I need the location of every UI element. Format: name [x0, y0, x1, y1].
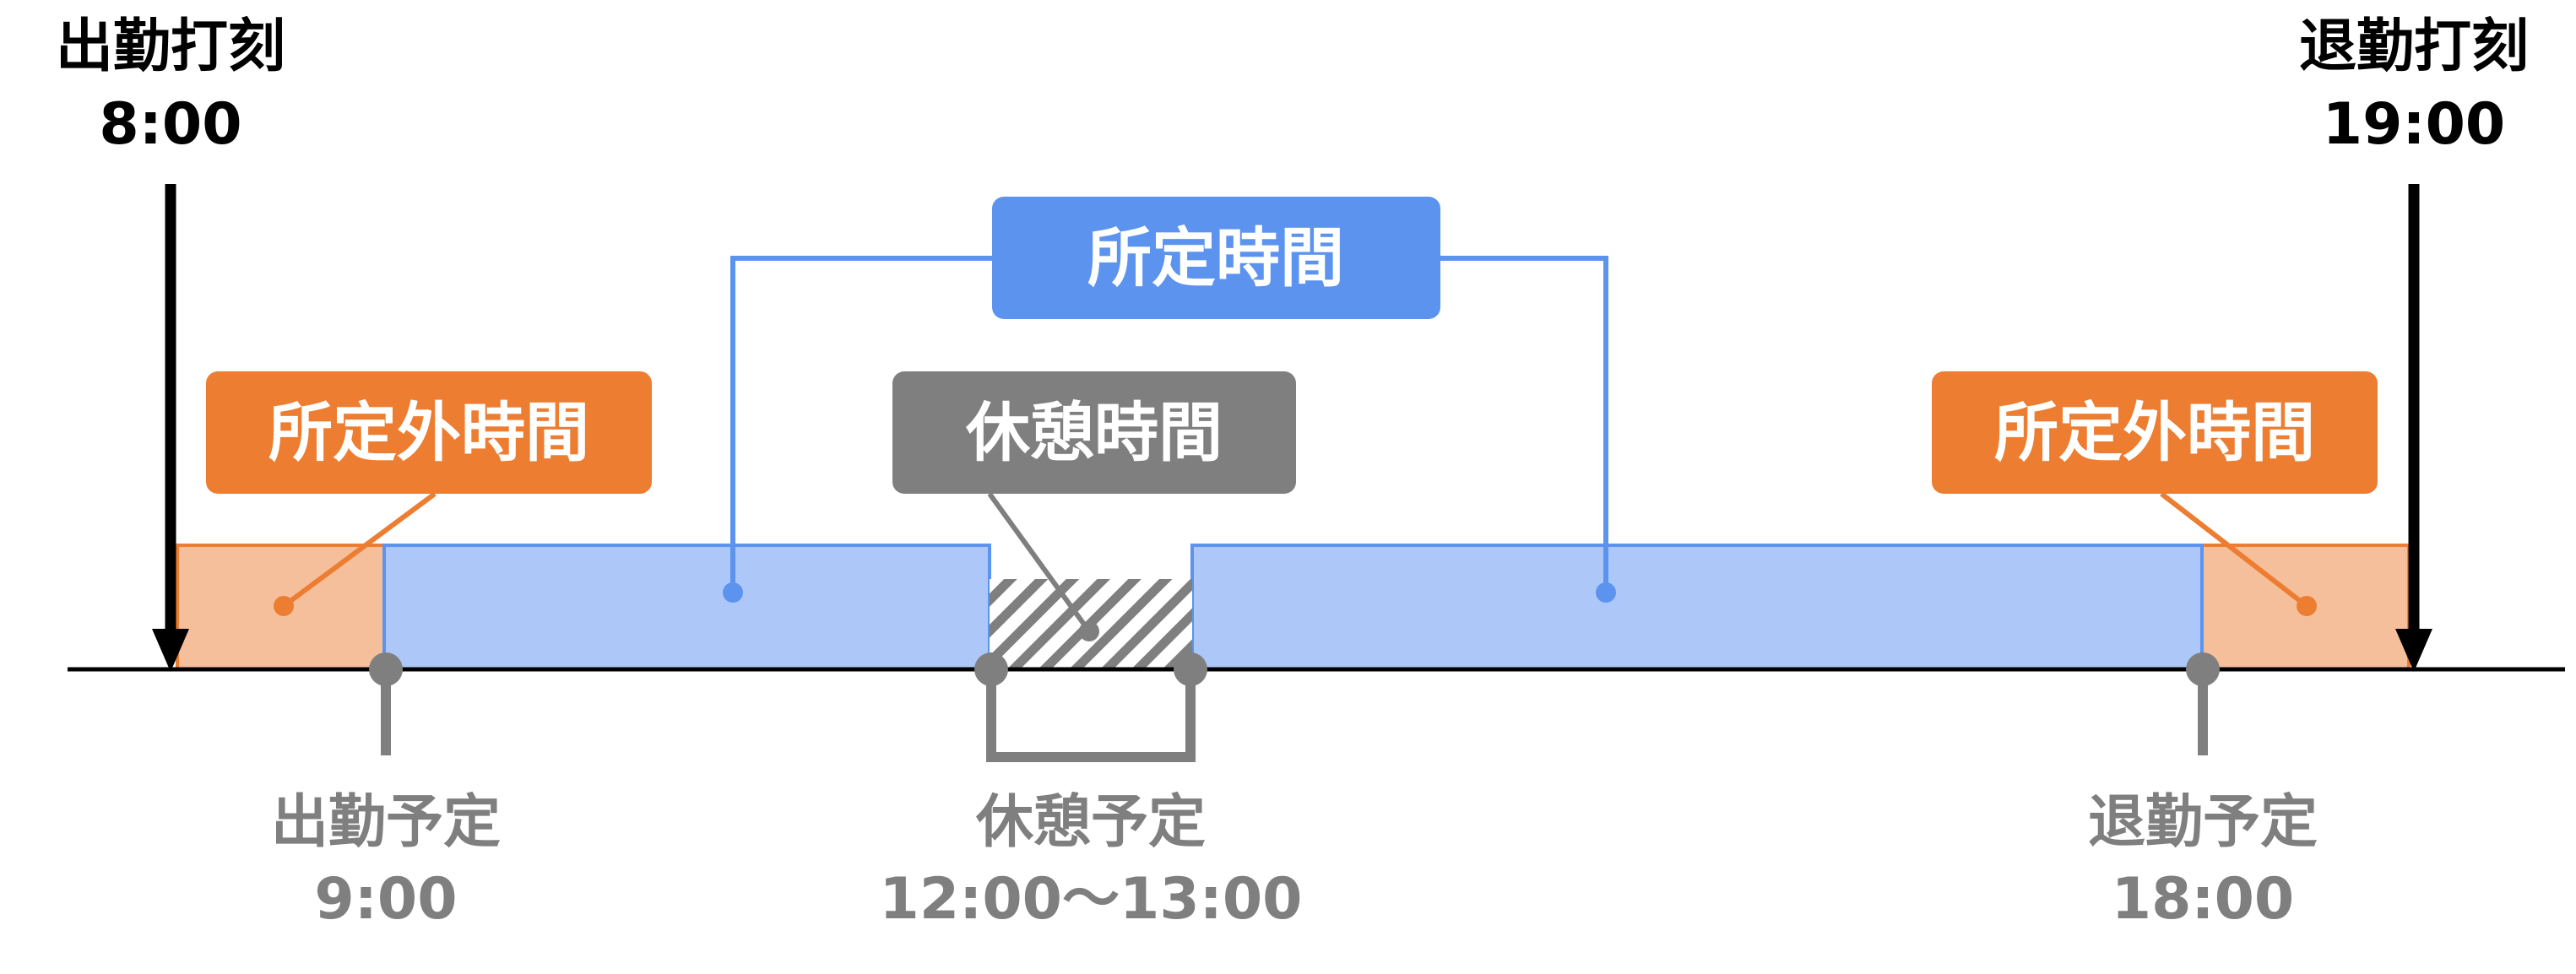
non-scheduled-right-pointer-dot — [2297, 596, 2317, 616]
break-time-box — [892, 371, 1296, 494]
non-scheduled-right-box — [1932, 371, 2378, 494]
clock-in-time: 8:00 — [99, 91, 241, 158]
clock-out-label: 退勤打刻 — [2299, 14, 2529, 80]
non-scheduled-left-pointer-dot — [274, 596, 294, 616]
scheduled-end-time: 18:00 — [2112, 866, 2294, 933]
break-time-label: 休憩時間 — [965, 395, 1223, 470]
scheduled-break-marker — [974, 652, 1207, 762]
clock-in-arrow — [152, 184, 189, 672]
scheduled-pointer-dot-right — [1596, 582, 1616, 603]
clock-out-time: 19:00 — [2323, 91, 2505, 158]
scheduled-start-marker — [369, 652, 403, 755]
clock-out-arrow — [2395, 184, 2432, 672]
scheduled-segment-morning — [382, 544, 991, 671]
scheduled-end-label: 退勤予定 — [2088, 789, 2318, 856]
non-scheduled-left-label: 所定外時間 — [268, 395, 589, 470]
scheduled-end-marker — [2186, 652, 2220, 755]
scheduled-break-label: 休憩予定 — [975, 789, 1206, 856]
non-scheduled-left-box — [206, 371, 652, 494]
scheduled-bracket — [730, 256, 992, 591]
scheduled-hours-label: 所定時間 — [1087, 220, 1344, 295]
non-scheduled-right-label: 所定外時間 — [1994, 395, 2315, 470]
scheduled-bracket-right — [1440, 256, 1608, 591]
break-pointer-line — [987, 492, 1092, 633]
non-scheduled-right-pointer-line — [2160, 491, 2308, 609]
scheduled-start-label: 出勤予定 — [271, 789, 501, 856]
break-pointer-dot — [1079, 621, 1099, 641]
scheduled-segment-afternoon — [1190, 544, 2204, 671]
non-scheduled-left-pointer-line — [282, 491, 437, 609]
scheduled-pointer-dot-left — [723, 582, 743, 603]
scheduled-hours-box — [992, 197, 1440, 319]
scheduled-start-time: 9:00 — [314, 866, 457, 933]
clock-in-label: 出勤打刻 — [56, 14, 285, 80]
scheduled-break-time: 12:00～13:00 — [880, 866, 1303, 933]
